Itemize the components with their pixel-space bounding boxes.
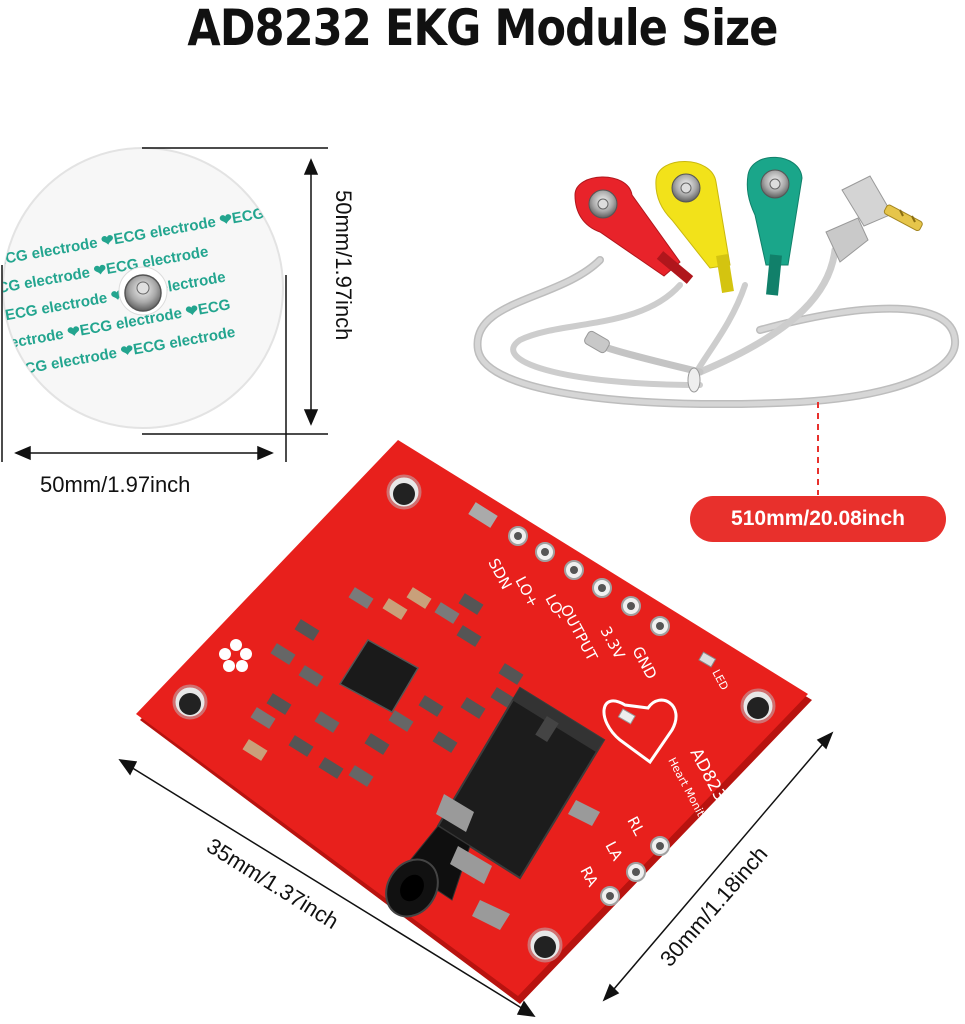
electrode-width-label: 50mm/1.97inch — [40, 472, 191, 497]
electrode-dimension-lines — [1, 147, 328, 462]
ad8232-board: SDN LO+ LO- OUTPUT 3.3V GND LED AD8232 H… — [136, 440, 812, 1004]
audio-jack-connector — [385, 686, 606, 930]
lead-yellow — [655, 161, 734, 293]
header-pins-top — [508, 526, 670, 636]
heart-icon — [602, 698, 678, 765]
cable-length-badge: 510mm/20.08inch — [690, 496, 946, 542]
page-title: AD8232 EKG Module Size — [187, 0, 778, 57]
lead-red — [574, 176, 694, 284]
status-led-icon — [698, 651, 717, 668]
electrode-lead-cable — [473, 246, 960, 409]
electrode-height-label: 50mm/1.97inch — [331, 190, 356, 340]
flower-logo-icon — [219, 639, 252, 672]
lead-green — [746, 156, 803, 296]
heart-led-icon — [617, 708, 636, 725]
ecg-electrode-pad: ❤ECG electrode ❤ECG electrode ❤ECG ECG e… — [2, 147, 284, 429]
board-width-label: 30mm/1.18inch — [655, 841, 773, 971]
ad8232-chip — [338, 638, 420, 714]
smd-components — [242, 502, 524, 787]
audio-jack-plug-icon — [825, 175, 923, 263]
board-dimension-lines — [118, 731, 834, 1017]
